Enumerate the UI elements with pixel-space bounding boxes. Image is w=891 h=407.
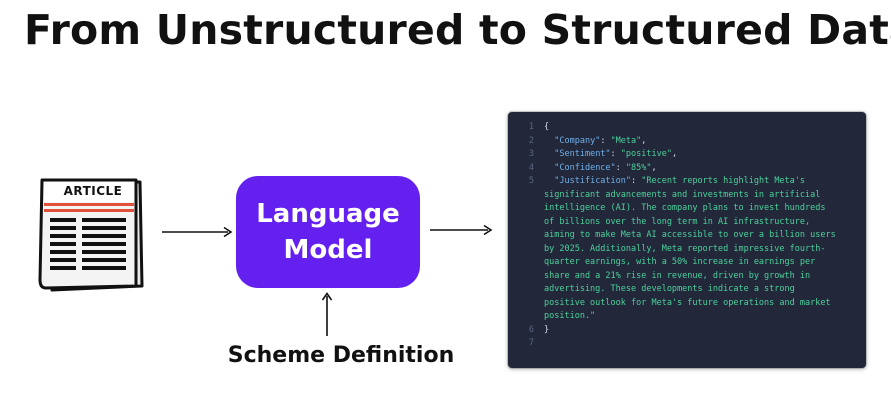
code-line: aiming to make Meta AI accessible to ove… (508, 229, 866, 243)
json-output-panel: 1 { 2 "Company": "Meta", 3 "Sentiment": … (508, 112, 866, 368)
confidence-key: "Confidence" (554, 162, 616, 173)
scheme-definition-label: Scheme Definition (227, 343, 455, 368)
company-key: "Company" (554, 135, 601, 146)
justification-key: "Justification" (554, 176, 632, 186)
article-newspaper-icon: ARTICLE (38, 176, 150, 294)
line-number: 1 (528, 122, 534, 132)
code-line: 3 "Sentiment": "positive", (508, 148, 866, 162)
code-line: 2 "Company": "Meta", (508, 135, 866, 149)
diagram-title: From Unstructured to Structured Data (24, 6, 891, 54)
justification-line: intelligence (AI). The company plans to … (544, 203, 826, 213)
code-line: quarter earnings, with a 50% increase in… (508, 256, 866, 270)
justification-line: advertising. These developments indicate… (544, 284, 795, 294)
code-line: 1 { (508, 121, 866, 135)
sentiment-key: "Sentiment" (554, 149, 611, 159)
justification-line: quarter earnings, with a 50% increase in… (544, 257, 816, 267)
code-line: share and a 21% rise in revenue, driven … (508, 270, 866, 284)
arrow-to-output (430, 224, 493, 236)
article-label: ARTICLE (63, 184, 123, 198)
justification-line: "Recent reports highlight Meta's (641, 176, 806, 186)
open-brace: { (544, 122, 550, 132)
line-number: 7 (528, 338, 534, 348)
justification-line: share and a 21% rise in revenue, driven … (544, 270, 811, 281)
justification-line: position." (544, 311, 596, 321)
code-line: positive outlook for Meta's future opera… (508, 297, 866, 311)
line-number: 5 (528, 176, 534, 186)
close-brace: } (544, 324, 550, 335)
justification-line: of billions over the long term in AI inf… (544, 216, 811, 227)
company-value: "Meta" (610, 135, 642, 146)
model-label-line1: Language (256, 199, 400, 229)
line-number: 3 (528, 149, 534, 159)
code-line: significant advancements and investments… (508, 189, 866, 203)
code-line: 4 "Confidence": "85%", (508, 162, 866, 176)
arrow-to-model (162, 226, 233, 238)
confidence-value: "85%" (625, 162, 652, 173)
arrow-from-scheme (321, 292, 333, 336)
justification-line: positive outlook for Meta's future opera… (544, 297, 831, 308)
justification-line: aiming to make Meta AI accessible to ove… (544, 230, 836, 240)
code-line: position." (508, 310, 866, 324)
language-model-box: Language Model (236, 176, 420, 288)
line-number: 6 (528, 324, 534, 335)
code-line: 5 "Justification": "Recent reports highl… (508, 175, 866, 189)
code-line: advertising. These developments indicate… (508, 283, 866, 297)
code-line: by 2025. Additionally, Meta reported imp… (508, 243, 866, 257)
code-line: of billions over the long term in AI inf… (508, 216, 866, 230)
code-line: intelligence (AI). The company plans to … (508, 202, 866, 216)
line-number: 4 (528, 162, 534, 173)
newspaper-icon (38, 178, 144, 292)
line-number: 2 (528, 135, 534, 146)
code-line: 6 } (508, 324, 866, 338)
code-line: 7 (508, 337, 866, 351)
justification-line: significant advancements and investments… (544, 189, 821, 200)
justification-line: by 2025. Additionally, Meta reported imp… (544, 243, 826, 254)
sentiment-value: "positive" (620, 149, 672, 159)
model-label-line2: Model (283, 235, 373, 265)
